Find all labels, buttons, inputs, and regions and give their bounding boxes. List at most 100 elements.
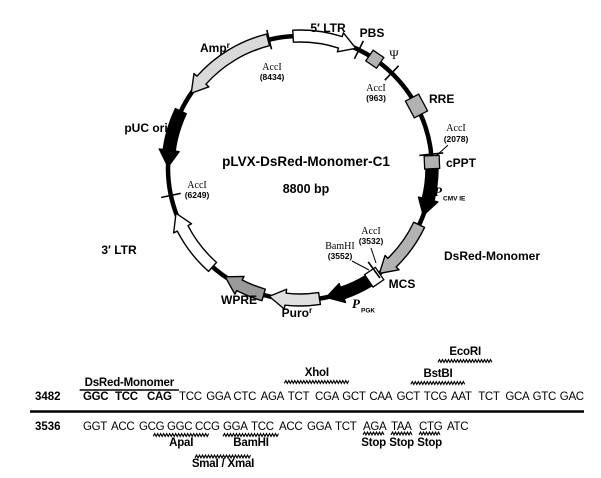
codon: TCC [115, 391, 138, 403]
site-enzyme-bamhi-3552: BamHI [325, 241, 354, 252]
sequence-annotation-label: ApaI [169, 437, 193, 449]
codon: TCG [424, 391, 448, 403]
site-underline-6 [222, 432, 279, 438]
plasmid-title: pLVX-DsRed-Monomer-C1 [222, 154, 390, 169]
feature-label-psi: Ψ [389, 48, 399, 62]
feature-label-rre: RRE [429, 92, 454, 106]
site-tick-acci-6249 [160, 192, 181, 199]
codon: GCT [397, 391, 421, 403]
plasmid-map: PBSAccI(8434)AccI(963)AccI(2078)AccI(353… [101, 21, 540, 320]
codon: AAT [451, 391, 472, 403]
site-tick-acci-8434 [266, 29, 273, 50]
site-position-acci-3532: (3532) [359, 236, 384, 246]
feature-arrow-3-ltr [173, 212, 218, 273]
codon: CAA [369, 391, 392, 403]
codon: GGC [167, 421, 192, 433]
feature-arrow-puc-ori [158, 107, 187, 168]
codon: TCT [478, 391, 500, 403]
codon: GCT [342, 391, 366, 403]
feature-label-cppt: cPPT [446, 156, 477, 170]
codon: GCA [505, 391, 530, 403]
codon: AGA [363, 421, 387, 433]
site-position-acci-2078: (2078) [444, 134, 469, 144]
site-leader-acci-2078 [435, 144, 449, 157]
codon: TCT [288, 391, 310, 403]
site-position-acci-6249: (6249) [185, 190, 210, 200]
codon: CAG [147, 391, 172, 403]
feature-label-puro-r: Puror [282, 305, 313, 320]
sequence-position-1: 3536 [35, 421, 61, 433]
feature-label-p-pgk: P [352, 296, 361, 311]
sequence-annotation-label: Stop [361, 437, 386, 449]
feature-box-mcs [363, 266, 385, 288]
codon: TCC [179, 391, 202, 403]
feature-box-rre [404, 93, 429, 119]
feature-label-sub-p-cmv-ie: CMV IE [443, 196, 466, 203]
site-position-bamhi-3552: (3552) [328, 251, 353, 261]
feature-label-wpre: WPRE [221, 293, 257, 307]
sequence-annotation-label: EcoRI [449, 346, 481, 358]
sequence-annotation-label: BamHI [233, 437, 268, 449]
codon: ACC [111, 421, 134, 433]
codon: ACC [279, 421, 302, 433]
site-tick-acci-963 [384, 65, 400, 81]
feature-label-puc-ori: pUC ori [124, 121, 167, 135]
sequence-annotation-label: Stop [417, 437, 442, 449]
feature-label-sub-p-pgk: PGK [361, 308, 375, 315]
site-underline-5 [194, 453, 251, 460]
sequence-annotation-label: SmaI / XmaI [192, 458, 254, 470]
sequence-annotation-label: Stop [389, 437, 414, 449]
codon: CCG [195, 421, 220, 433]
codon: CTC [233, 391, 256, 403]
feature-arrow-5-ltr [292, 29, 357, 53]
codon: GGT [83, 421, 107, 433]
feature-box-cppt [423, 154, 441, 170]
site-enzyme-acci-3532: AccI [361, 226, 380, 237]
site-underline-4 [152, 432, 210, 438]
sequence-annotation-label: DsRed-Monomer [85, 377, 175, 389]
feature-arrow-dsred-monomer [378, 221, 426, 275]
site-leader-acci-3532 [370, 247, 377, 264]
codon: AGA [261, 391, 285, 403]
feature-label-amp-r: Ampr [200, 40, 231, 55]
codon: TAA [391, 421, 412, 433]
site-position-acci-963: (963) [366, 93, 386, 103]
feature-label-pbs: PBS [360, 26, 385, 40]
site-leader-bamhi-3552 [351, 260, 370, 271]
site-underline-9 [418, 430, 441, 437]
codon: GGC [83, 391, 108, 403]
codon: TCC [251, 421, 274, 433]
feature-label-5-ltr: 5′ LTR [310, 21, 346, 35]
sequence-position-0: 3482 [35, 391, 61, 403]
codon: TCT [335, 421, 357, 433]
sequence-annotation-label: XhoI [305, 367, 329, 379]
site-underline-7 [362, 430, 385, 437]
codon: GGA [223, 421, 248, 433]
feature-arrow-p-pgk [325, 274, 373, 304]
site-underline-1 [283, 379, 350, 385]
sequence-annotation-label: BstBI [423, 368, 452, 380]
tick-pbs [353, 40, 365, 60]
site-tick-acci-3532 [367, 261, 381, 279]
feature-arrow-amp-r [190, 33, 271, 94]
feature-label-3-ltr: 3′ LTR [101, 243, 137, 257]
codon: GGA [307, 421, 332, 433]
feature-arrow-p-cmv-ie [417, 168, 439, 216]
feature-label-dsred-monomer: DsRed-Monomer [444, 249, 540, 263]
codon: GCG [139, 421, 165, 433]
feature-arrow-puro-r [268, 288, 322, 310]
codon: GGA [206, 391, 231, 403]
feature-arrow-wpre [224, 275, 266, 302]
codon: GAC [560, 391, 584, 403]
codon: GTC [533, 391, 556, 403]
codon: CTG [419, 421, 443, 433]
plasmid-size-label: 8800 bp [283, 182, 330, 196]
site-position-acci-8434: (8434) [260, 72, 285, 82]
site-enzyme-acci-6249: AccI [187, 180, 206, 191]
site-enzyme-acci-8434: AccI [262, 62, 281, 73]
site-underline-2 [410, 380, 466, 386]
site-underline-8 [390, 430, 413, 437]
